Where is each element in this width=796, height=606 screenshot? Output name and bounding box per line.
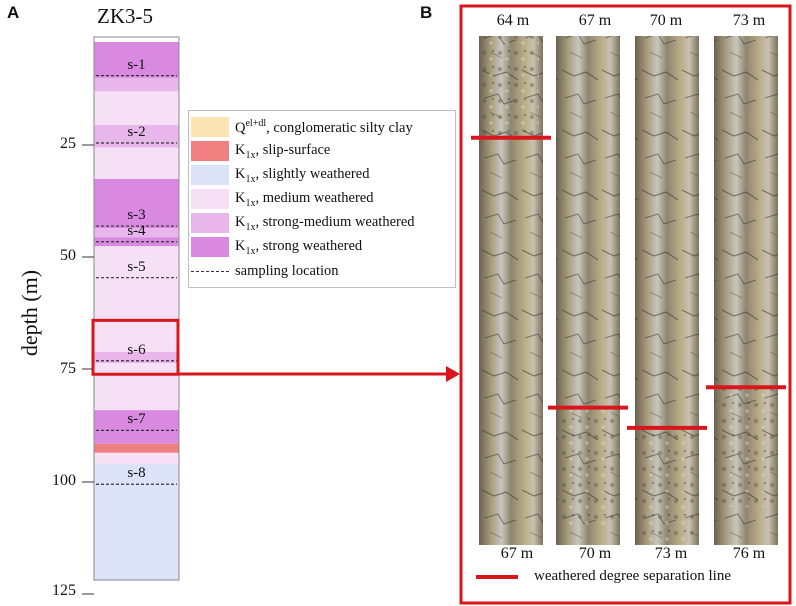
legend-item-slight: K1x, slightly weathered: [191, 165, 369, 185]
legend-key: K: [235, 141, 246, 158]
highlight-interval-box: [91, 318, 180, 376]
core-bottom-label: 76 m: [732, 545, 766, 562]
core-rubble-texture: [639, 427, 695, 545]
core-bottom-label: 70 m: [578, 545, 612, 562]
y-tick-label: 25: [60, 135, 76, 152]
legend-key-sub: 1x: [245, 245, 256, 257]
legend-item-strong: K1x, strong weathered: [191, 237, 362, 257]
legend-swatch: [191, 237, 229, 257]
legend-item-clay: Qel+dl, conglomeratic silty clay: [191, 117, 413, 137]
core-photos: [471, 36, 786, 545]
legend-swatch: [191, 189, 229, 209]
strat-layer-medium: [94, 246, 179, 352]
legend-label: , medium weathered: [255, 189, 374, 206]
separation-line-legend-label: weathered degree separation line: [534, 568, 731, 584]
y-tick-label: 75: [60, 360, 76, 377]
strat-layer-strong-medium: [94, 351, 179, 364]
panel-b-frame: [459, 4, 792, 605]
sampling-lines: [96, 75, 177, 485]
legend-swatch: [191, 213, 229, 233]
strat-layer-strong: [94, 41, 179, 78]
borehole-title: ZK3-5: [97, 4, 153, 28]
core-bottom-label: 73 m: [654, 545, 688, 562]
legend-key: K: [235, 237, 246, 254]
sample-label: s-2: [127, 124, 146, 140]
core-bottom-label: 67 m: [500, 545, 534, 562]
link-arrow-head: [446, 366, 460, 382]
legend-swatch: [191, 165, 229, 185]
core-rubble-texture: [718, 387, 774, 508]
legend-label: , slightly weathered: [255, 165, 370, 182]
strat-layer-medium: [94, 147, 179, 179]
legend-item-medium: K1x, medium weathered: [191, 189, 373, 209]
legend-item-sampling: sampling location: [191, 261, 339, 281]
sample-label: s-5: [127, 258, 146, 275]
y-tick-label: 50: [60, 247, 76, 264]
sample-label: s-1: [127, 56, 146, 73]
strat-layer-strong: [94, 178, 179, 229]
legend-label: , strong weathered: [255, 237, 363, 254]
core-top-label: 67 m: [578, 12, 612, 29]
core-rubble-texture: [483, 36, 539, 138]
panel-a-letter: A: [7, 3, 20, 22]
panel-b-letter: B: [420, 3, 433, 22]
legend-dash-swatch: [191, 270, 229, 272]
sample-label: s-7: [127, 411, 146, 428]
strat-layer-strong: [94, 410, 179, 444]
sample-label: s-3: [127, 207, 146, 224]
core-top-label: 73 m: [732, 12, 766, 29]
sample-label: s-4: [127, 222, 146, 239]
strat-layer-medium: [94, 91, 179, 126]
legend-label: , strong-medium weathered: [255, 213, 415, 230]
legend-label: sampling location: [235, 262, 339, 279]
legend-label: , conglomeratic silty clay: [266, 119, 413, 136]
core-top-label: 70 m: [649, 12, 683, 29]
legend-swatch: [191, 117, 229, 137]
sample-label: s-8: [127, 465, 146, 482]
legend-key-sub: 1x: [245, 149, 256, 161]
strat-layer-medium: [94, 374, 179, 411]
sample-label: s-6: [127, 341, 146, 358]
strat-column-border: [93, 36, 180, 581]
legend-label: , slip-surface: [255, 141, 331, 158]
strat-layer-slip: [94, 443, 179, 453]
legend-key: K: [235, 165, 246, 182]
y-tick-label: 100: [52, 472, 76, 489]
legend-item-slip: K1x, slip-surface: [191, 141, 330, 161]
legend: Qel+dl, conglomeratic silty clay K1x, sl…: [188, 110, 456, 288]
core-rubble-texture: [560, 407, 616, 528]
legend-key-sub: 1x: [245, 197, 256, 209]
legend-swatch: [191, 141, 229, 161]
legend-item-strong-medium: K1x, strong-medium weathered: [191, 213, 415, 233]
strat-layer-slight: [94, 464, 179, 581]
legend-key-sup: el+dl: [245, 117, 267, 129]
legend-key: K: [235, 213, 246, 230]
y-tick-label: 125: [52, 582, 76, 599]
strat-layer-medium: [94, 452, 179, 465]
core-top-label: 64 m: [496, 12, 530, 29]
strat-layer-strong-medium: [94, 77, 179, 92]
strat-column: [94, 41, 179, 581]
legend-key-sub: 1x: [245, 221, 256, 233]
strat-layer-strong-medium: [94, 125, 179, 148]
legend-key: K: [235, 189, 246, 206]
legend-key-sub: 1x: [245, 173, 256, 185]
strat-layer-strong-medium: [94, 228, 179, 238]
legend-key: Q: [235, 119, 246, 136]
strat-layer-medium: [94, 363, 179, 375]
